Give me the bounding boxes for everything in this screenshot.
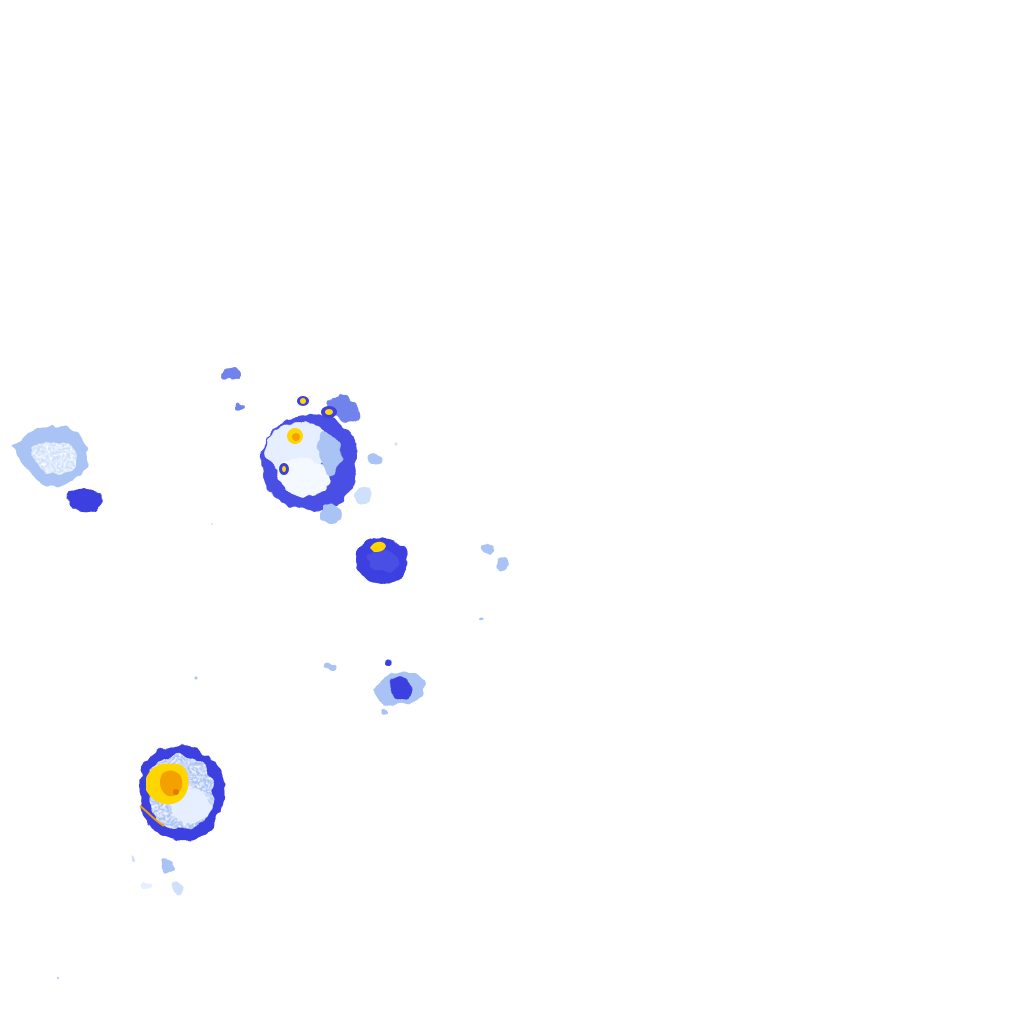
echo-medium (222, 368, 242, 380)
storm-cell-central-north (261, 396, 361, 525)
echo-very-heavy (300, 398, 306, 404)
echo-light (161, 858, 174, 875)
storm-cell-south-central (324, 660, 425, 716)
echo-very-light (276, 458, 330, 497)
echo-very-light (140, 882, 152, 890)
echo-extreme (292, 433, 300, 441)
scattered-echoes-east (478, 541, 508, 620)
echo-very-heavy (282, 466, 286, 472)
echo-light (318, 431, 341, 476)
scattered-echoes-misc (57, 442, 398, 979)
echo-medium (367, 549, 400, 573)
scattered-echoes-north (222, 368, 381, 505)
storm-core-central (370, 541, 386, 552)
storm-cell-central (356, 537, 409, 584)
echo-very-light (172, 883, 184, 893)
echo-medium (367, 453, 381, 465)
echo-light (211, 523, 213, 525)
echo-light (380, 708, 388, 716)
storm-cell-west (14, 425, 103, 513)
storm-core-central-north (279, 396, 337, 475)
echo-very-light (130, 855, 134, 861)
echo-very-heavy (325, 409, 333, 415)
echo-light (394, 442, 398, 446)
echo-light (322, 503, 341, 525)
echo-light (482, 541, 495, 557)
echo-very-light (478, 616, 484, 620)
echo-light (57, 977, 59, 979)
echo-light (324, 662, 336, 670)
echo-heavy (389, 677, 412, 700)
echo-very-heavy (370, 541, 386, 552)
echo-very-light (30, 440, 77, 475)
echo-light (497, 558, 508, 572)
echo-light (356, 487, 372, 505)
echo-medium (65, 488, 103, 513)
storm-core-southwest (139, 763, 189, 827)
echo-medium (235, 404, 243, 410)
echo-core (173, 789, 179, 795)
echo-heavy (384, 660, 392, 668)
echo-very-light (266, 421, 329, 474)
echo-very-heavy-fringe (139, 805, 165, 827)
echo-light (194, 676, 198, 680)
echo-light (328, 396, 361, 422)
